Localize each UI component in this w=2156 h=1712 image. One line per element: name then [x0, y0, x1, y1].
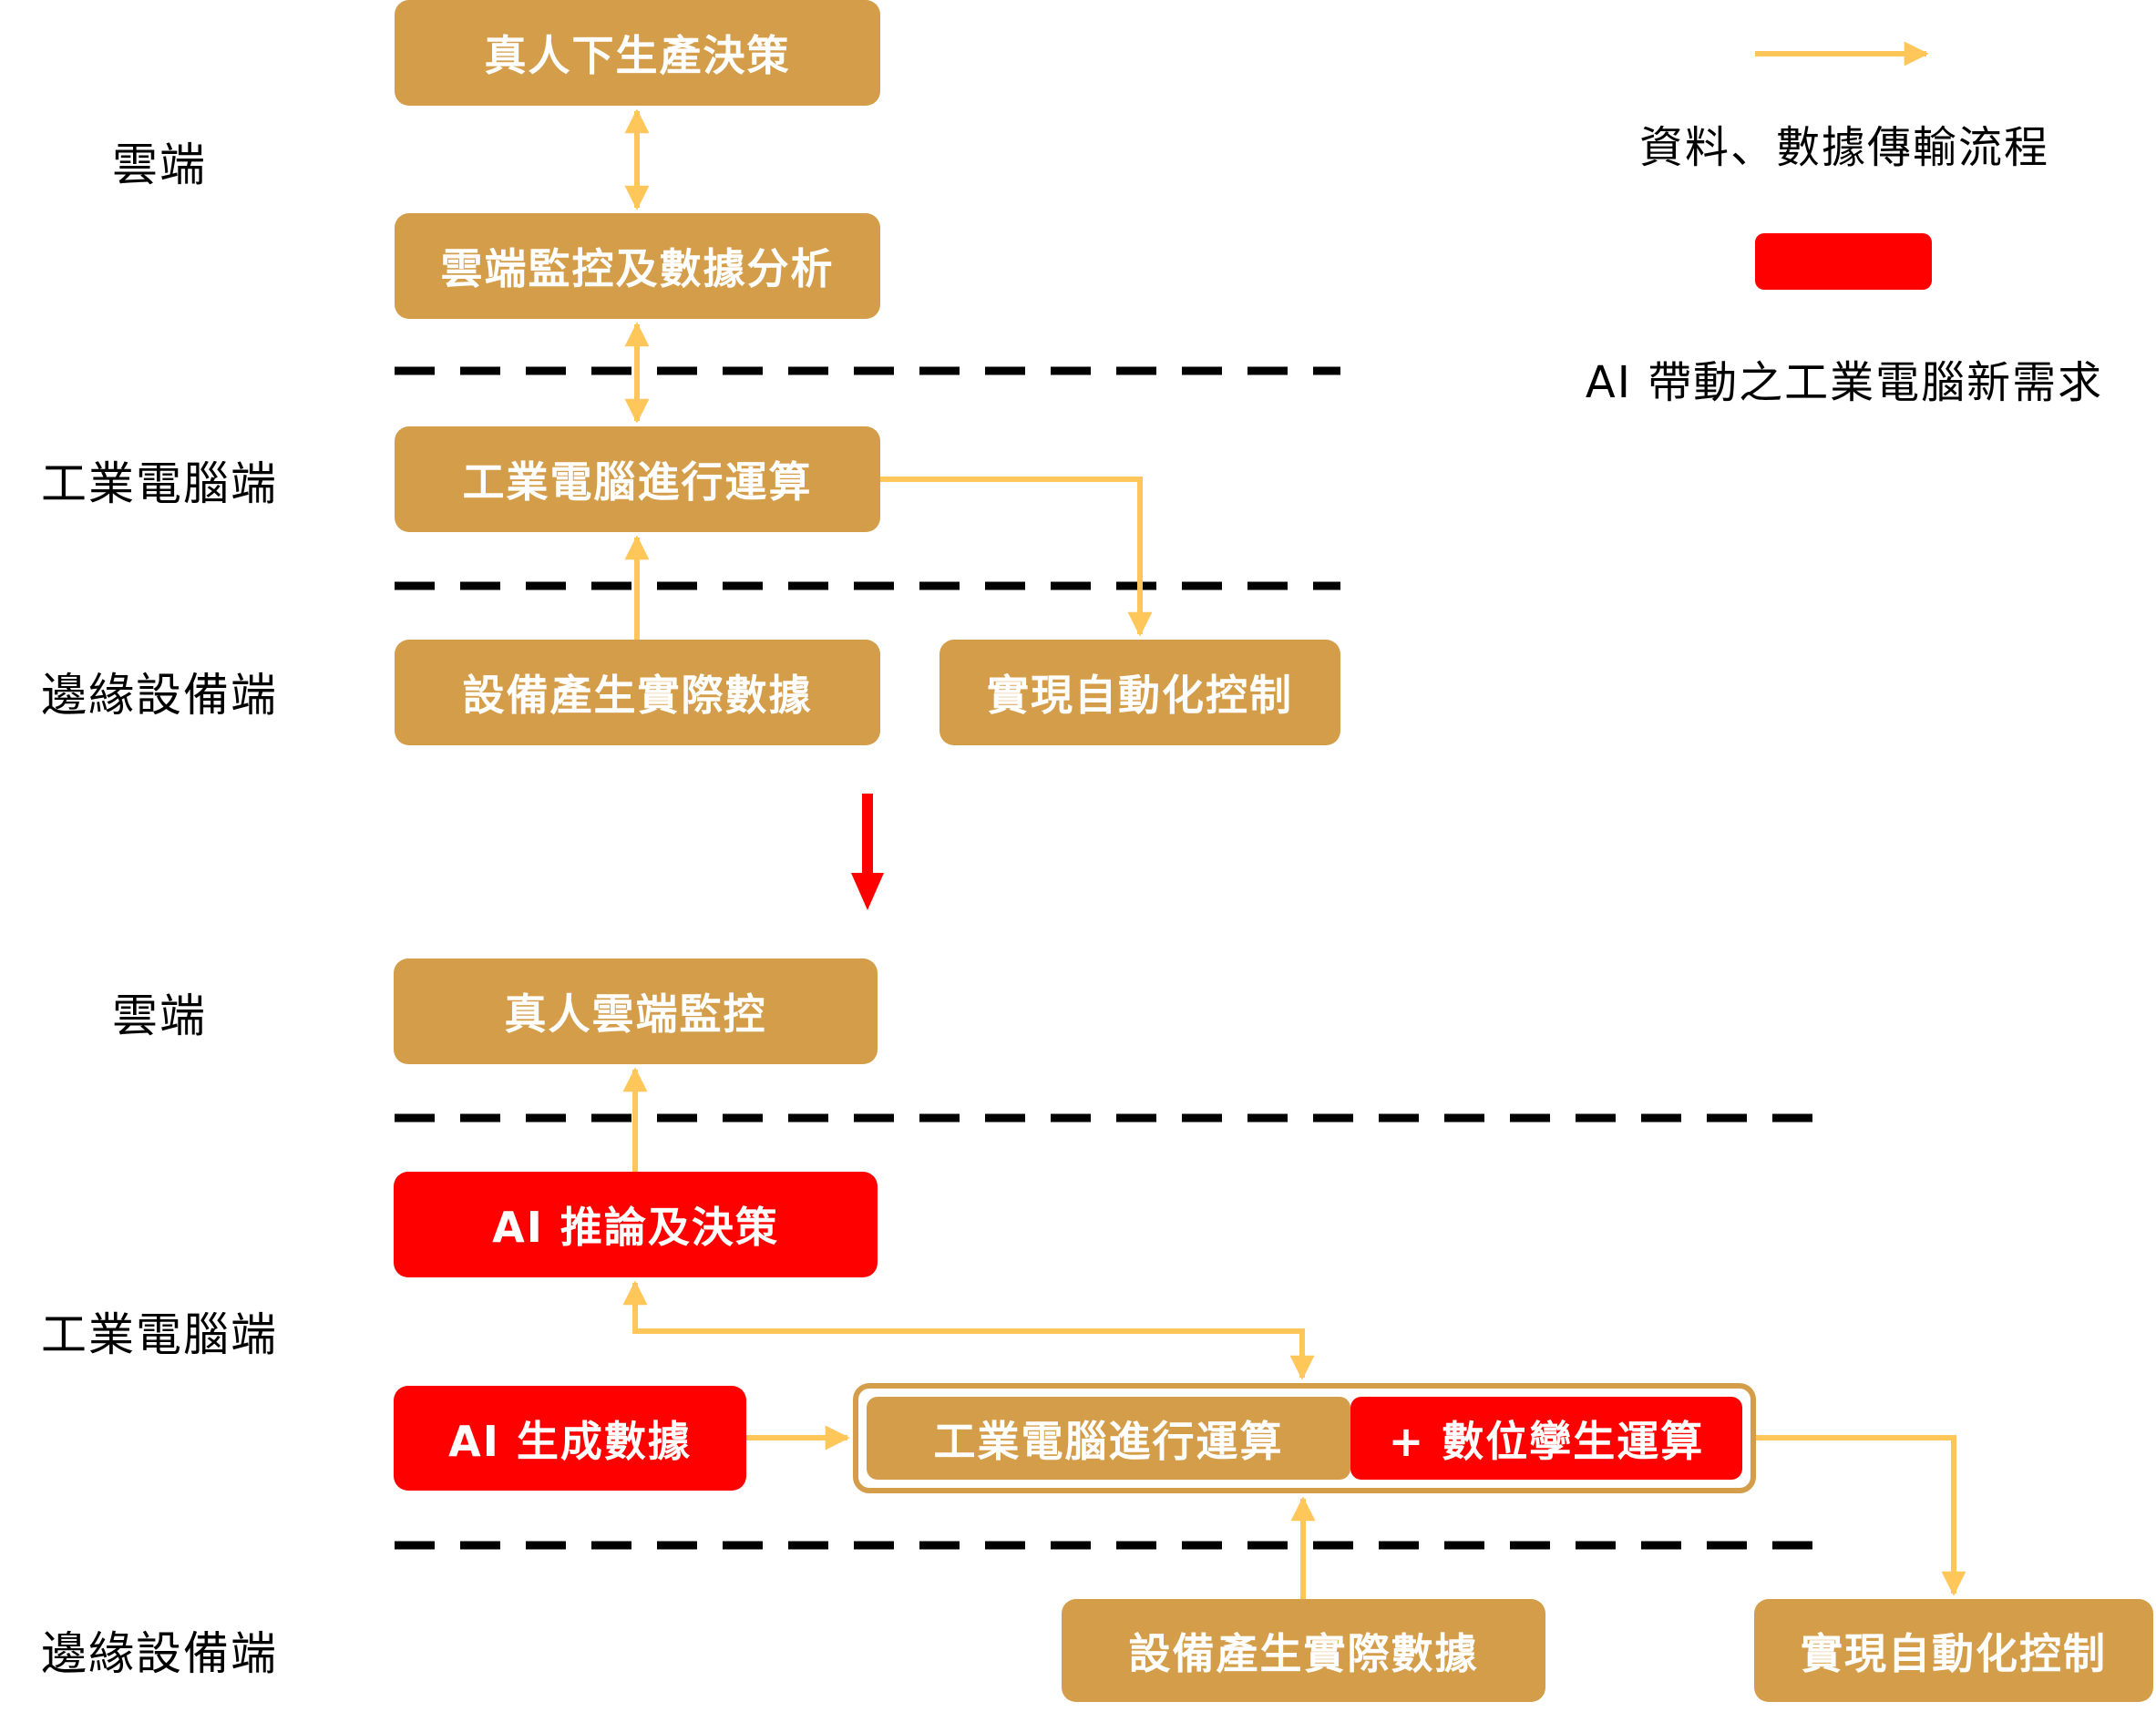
- box-digital-twin: + 數位孿生運算: [1350, 1397, 1742, 1480]
- transition-arrow-icon: [851, 794, 884, 910]
- box-device-data-after: 設備產生實際數據: [1062, 1599, 1545, 1702]
- arrow-ipc-to-automation: [880, 477, 1153, 637]
- box-automation-before: 實現自動化控制: [939, 640, 1340, 745]
- lane-label-ipc-before: 工業電腦端: [41, 457, 278, 510]
- legend-new-demand-label: AI 帶動之工業電腦新需求: [1585, 357, 2104, 408]
- box-ipc-compute-before: 工業電腦進行運算: [395, 426, 880, 532]
- box-human-cloud-monitoring: 真人雲端監控: [394, 959, 878, 1064]
- lane-label-edge-before: 邊緣設備端: [41, 669, 278, 722]
- legend-red-swatch: [1755, 233, 1932, 290]
- box-cloud-monitoring: 雲端監控及數據分析: [395, 213, 880, 319]
- lane-label-ipc-after: 工業電腦端: [41, 1308, 278, 1361]
- box-automation-after: 實現自動化控制: [1754, 1599, 2153, 1702]
- box-ai-generated-data: AI 生成數據: [394, 1386, 746, 1491]
- arrow-ai-ipc-bidir: [622, 1280, 1315, 1380]
- lane-label-cloud-before: 雲端: [112, 138, 207, 191]
- box-human-decision: 真人下生產決策: [395, 0, 880, 106]
- lane-label-cloud-after: 雲端: [112, 989, 207, 1042]
- legend-flow-label: 資料、數據傳輸流程: [1638, 122, 2050, 173]
- lane-label-edge-after: 邊緣設備端: [41, 1627, 278, 1680]
- arrow-ipc-to-automation-after: [1756, 1435, 1966, 1596]
- box-ai-inference: AI 推論及決策: [394, 1172, 878, 1277]
- box-device-data-before: 設備產生實際數據: [395, 640, 880, 745]
- box-ipc-compute-after: 工業電腦進行運算: [867, 1397, 1350, 1480]
